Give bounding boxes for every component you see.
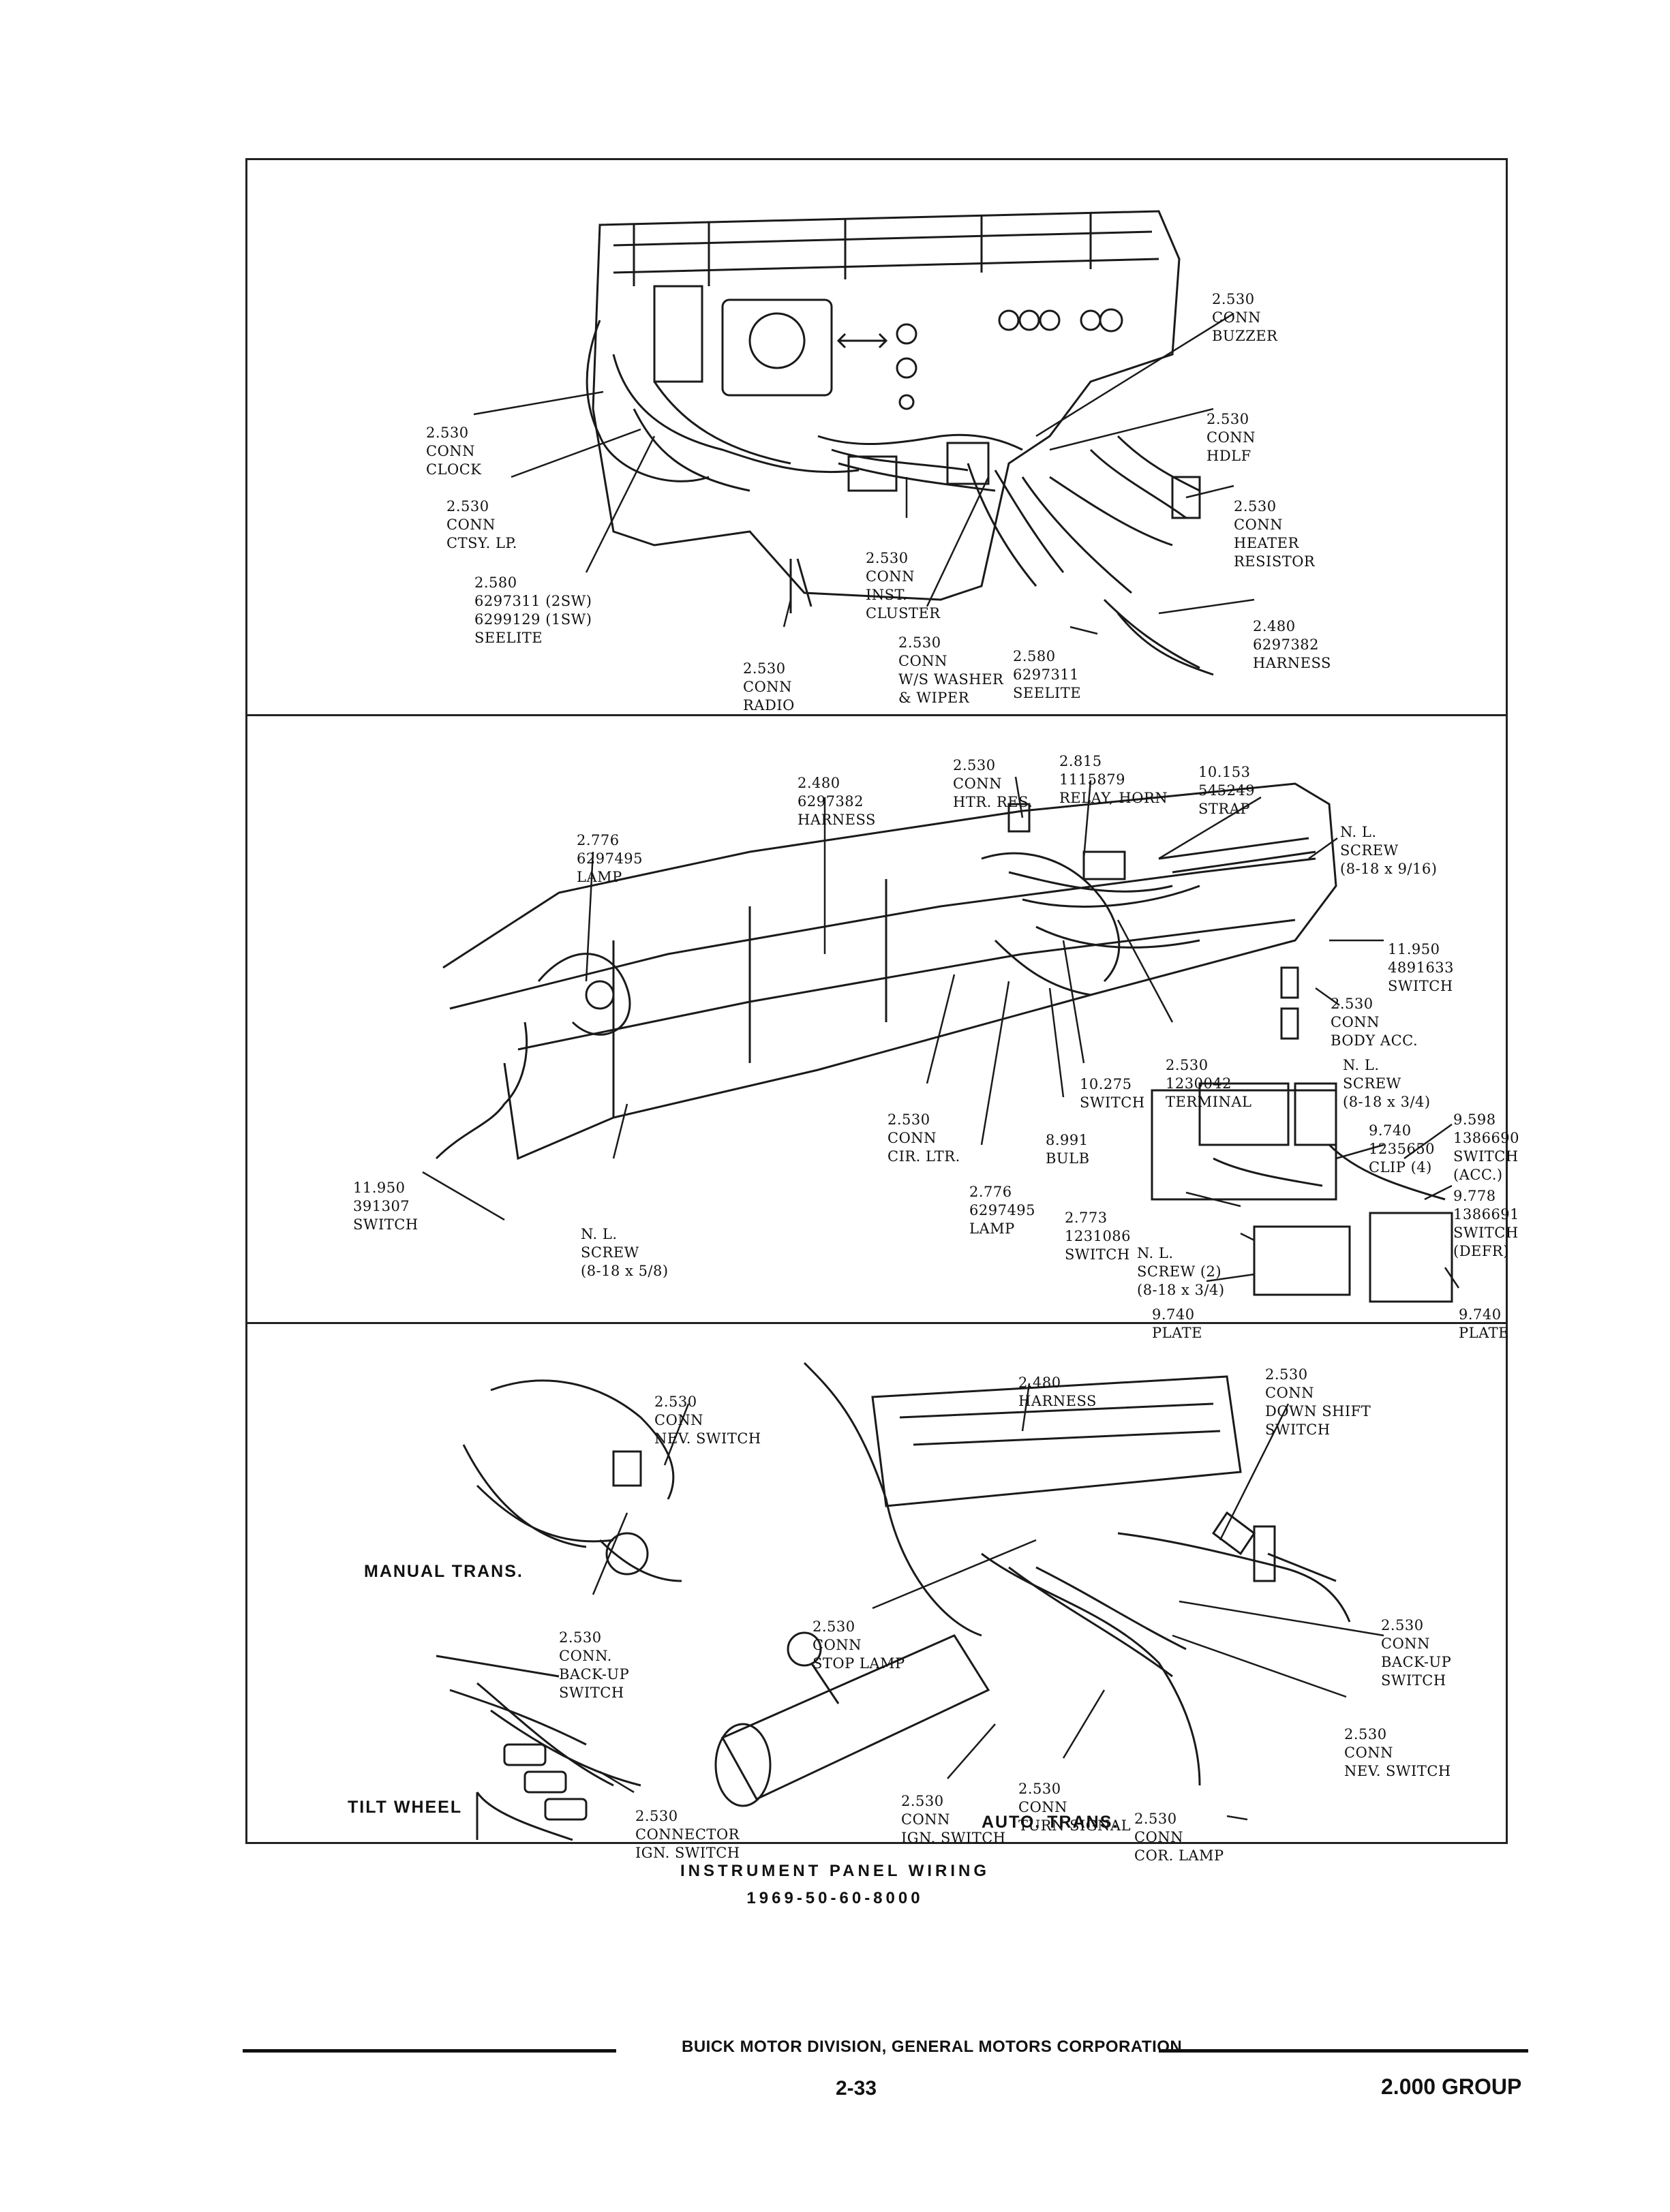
- steering-column-drawing: [436, 1362, 1351, 1841]
- label-tilt-wheel: TILT WHEEL: [348, 1798, 463, 1817]
- instrument-cluster-drawing: [586, 210, 1214, 676]
- footer-division: BUICK MOTOR DIVISION, GENERAL MOTORS COR…: [682, 2038, 1183, 2056]
- figure-title: INSTRUMENT PANEL WIRING: [680, 1862, 990, 1880]
- middle-leaders: [422, 776, 1460, 1289]
- footer-page-number: 2-33: [836, 2077, 877, 2100]
- panel-divider-2: [245, 1322, 1508, 1324]
- callout-screw-2: N. L.SCREW (2)(8-18 x 3/4): [1137, 1245, 1225, 1298]
- footer-group: 2.000 GROUP: [1381, 2074, 1522, 2099]
- callout-screw-5-8: N. L.SCREW(8-18 x 5/8): [581, 1226, 669, 1279]
- label-manual-trans: MANUAL TRANS.: [364, 1562, 523, 1581]
- label-auto-trans: AUTO. TRANS.: [982, 1813, 1119, 1832]
- dash-panel-drawing: [435, 782, 1453, 1303]
- figure-code: 1969-50-60-8000: [746, 1889, 924, 1907]
- top-leaders: [473, 312, 1255, 635]
- footer-rule-left: [243, 2049, 616, 2053]
- footer-rule-right: [1159, 2049, 1528, 2053]
- callout-screw-9-16: N. L.SCREW(8-18 x 9/16): [1340, 824, 1438, 877]
- panel-divider-1: [245, 714, 1508, 716]
- callout-screw-3-4-right: N. L.SCREW(8-18 x 3/4): [1343, 1057, 1431, 1110]
- bottom-leaders: [592, 1383, 1384, 1821]
- diagram-frame: [245, 158, 1508, 1844]
